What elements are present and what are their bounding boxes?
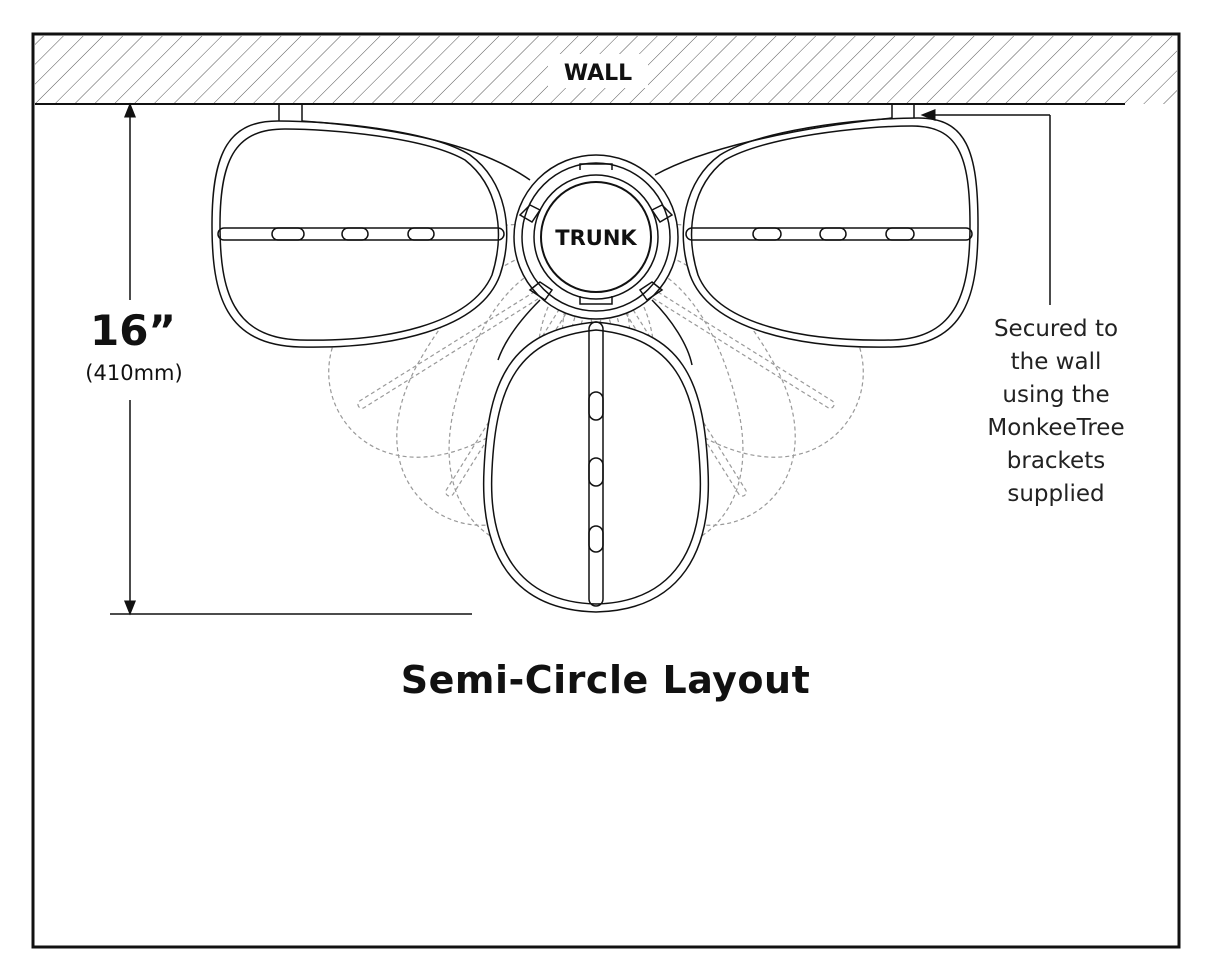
board-right <box>682 117 979 348</box>
trunk <box>540 181 652 293</box>
wall-bracket-left <box>278 104 303 121</box>
wall-bracket-right <box>891 104 915 118</box>
layout-title: Semi-Circle Layout <box>400 658 811 702</box>
board-left <box>211 120 508 348</box>
outer-frame <box>31 32 1181 949</box>
wall-label: WALL <box>564 61 632 86</box>
bracket-note: Secured to the wall using the MonkeeTree… <box>987 316 1125 507</box>
dimension-line <box>110 102 472 616</box>
dimension-metric: (410mm) <box>85 361 182 385</box>
board-center <box>482 321 710 613</box>
dimension-value: 16” <box>90 306 176 355</box>
note-leader <box>920 109 1051 305</box>
trunk-label: TRUNK <box>555 226 637 250</box>
board-arms <box>301 117 893 366</box>
